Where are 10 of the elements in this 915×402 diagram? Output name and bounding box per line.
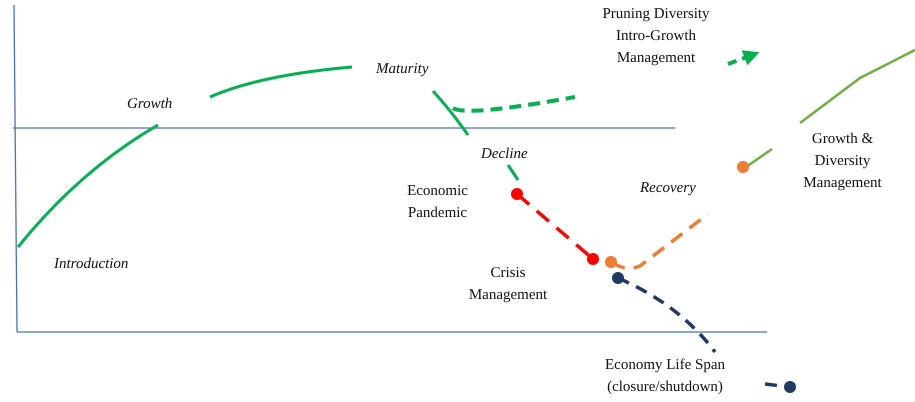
curve-label: Economy Life Span (closure/shutdown) — [604, 356, 726, 397]
stage-label: Recovery — [640, 179, 696, 198]
stage-label: Introduction — [54, 255, 128, 274]
stage-label: Maturity — [376, 60, 428, 79]
curve-label: Pruning Diversity Intro-Growth Management — [601, 5, 711, 68]
curve-label: Economic Pandemic — [406, 182, 469, 223]
curve-label: Growth & Diversity Management — [802, 130, 883, 193]
stage-label: Decline — [481, 145, 528, 164]
curve-label: Crisis Management — [468, 264, 548, 305]
stage-label: Growth — [127, 95, 172, 114]
